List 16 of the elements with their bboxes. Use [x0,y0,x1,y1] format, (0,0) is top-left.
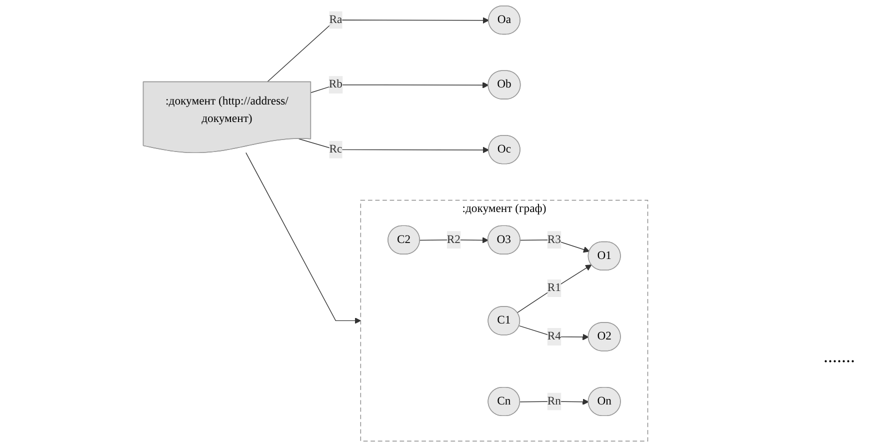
ellipsis-note: ....... [824,346,855,367]
arrow [266,17,489,82]
arrow [419,236,488,244]
edge-label: Rb [328,78,342,91]
edge-label: R1 [546,282,560,294]
arrow [520,240,590,253]
edge-label: R4 [546,330,560,343]
edge-label: Rc [328,143,342,156]
arrow [516,264,592,313]
edge-label: Rn [546,394,560,408]
arrow [310,82,488,93]
arrow [245,152,360,324]
edge-label: R3 [546,233,560,246]
arrow [519,398,588,405]
edge-label: Ra [328,13,342,26]
edge-label: R2 [446,233,460,246]
